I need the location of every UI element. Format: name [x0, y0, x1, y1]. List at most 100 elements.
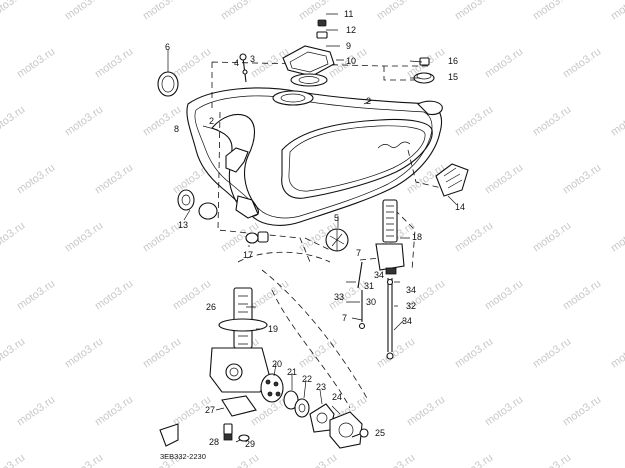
callout-6: 6	[165, 42, 170, 52]
watermark-text: moto3.ru	[171, 46, 213, 81]
watermark-text: moto3.ru	[483, 46, 525, 81]
fuel-cap-assembly	[282, 19, 335, 87]
watermark-text: moto3.ru	[297, 336, 339, 371]
watermark-text: moto3.ru	[531, 0, 573, 22]
watermark-text: moto3.ru	[63, 452, 105, 468]
callout-28: 28	[209, 437, 219, 447]
callout-4: 4	[234, 58, 239, 68]
watermark-text: moto3.ru	[219, 0, 261, 22]
callout-22: 22	[302, 374, 312, 384]
callout-12: 12	[346, 25, 356, 35]
callout-5: 5	[334, 213, 339, 223]
watermark-text: moto3.ru	[531, 220, 573, 255]
watermark-text: moto3.ru	[561, 46, 603, 81]
watermark-text: moto3.ru	[375, 452, 417, 468]
callout-2b: 2	[366, 96, 371, 106]
callout-3: 3	[250, 54, 255, 64]
callout-34c: 34	[374, 270, 384, 280]
emblem-cap	[325, 228, 349, 252]
watermark-text: moto3.ru	[15, 278, 57, 313]
fuel-cock-left	[159, 287, 369, 449]
watermark-text: moto3.ru	[297, 0, 339, 22]
watermark-text: moto3.ru	[405, 394, 447, 429]
watermark-text: moto3.ru	[375, 336, 417, 371]
watermark-text: moto3.ru	[483, 162, 525, 197]
callout-13: 13	[178, 220, 188, 230]
watermark-text: moto3.ru	[453, 336, 495, 371]
watermark-text: moto3.ru	[0, 0, 27, 22]
watermark-text: moto3.ru	[531, 104, 573, 139]
callout-9: 9	[346, 41, 351, 51]
diagram-code: 3EB332-2230	[160, 452, 206, 461]
watermark-text: moto3.ru	[609, 0, 625, 22]
watermark-text: moto3.ru	[141, 220, 183, 255]
watermark-text: moto3.ru	[483, 394, 525, 429]
watermark-text: moto3.ru	[453, 0, 495, 22]
callout-26: 26	[206, 302, 216, 312]
watermark-text: moto3.ru	[453, 220, 495, 255]
watermark-text: moto3.ru	[531, 452, 573, 468]
watermark-text: moto3.ru	[15, 46, 57, 81]
watermark-text: moto3.ru	[609, 336, 625, 371]
watermark-text: moto3.ru	[141, 0, 183, 22]
callout-10: 10	[346, 56, 356, 66]
fuel-cock-right	[357, 199, 405, 360]
callout-33: 33	[334, 292, 344, 302]
watermark-text: moto3.ru	[15, 394, 57, 429]
watermark-text: moto3.ru	[63, 104, 105, 139]
screw-and-washer	[239, 53, 248, 83]
watermark-text: moto3.ru	[0, 104, 27, 139]
rear-mount-pad	[435, 163, 469, 197]
watermark-text: moto3.ru	[0, 452, 27, 468]
fuel-tank	[186, 87, 443, 226]
callout-25: 25	[375, 428, 385, 438]
callout-15: 15	[448, 72, 458, 82]
callout-30: 30	[366, 297, 376, 307]
watermark-text: moto3.ru	[93, 162, 135, 197]
watermark-text: moto3.ru	[63, 336, 105, 371]
callout-23: 23	[316, 382, 326, 392]
watermark-text: moto3.ru	[531, 336, 573, 371]
watermark-text: moto3.ru	[453, 452, 495, 468]
callout-2a: 2	[209, 116, 214, 126]
rubber-dampers	[177, 189, 218, 220]
callout-7a: 7	[356, 248, 361, 258]
watermark-text: moto3.ru	[561, 278, 603, 313]
watermark-text: moto3.ru	[93, 394, 135, 429]
callout-16: 16	[448, 56, 458, 66]
grommet-ring	[157, 71, 179, 97]
watermark-text: moto3.ru	[297, 452, 339, 468]
watermark-text: moto3.ru	[483, 278, 525, 313]
watermark-text: moto3.ru	[0, 220, 27, 255]
callout-31: 31	[364, 281, 374, 291]
callout-11: 11	[344, 9, 353, 19]
watermark-text: moto3.ru	[63, 0, 105, 22]
callout-29: 29	[245, 439, 255, 449]
callout-7b: 7	[342, 313, 347, 323]
callout-14: 14	[455, 202, 465, 212]
watermark-text: moto3.ru	[609, 104, 625, 139]
callout-20: 20	[272, 359, 282, 369]
callout-labels: 1 2 2 3 4 5 6 7 7 8 9 10 11 12 13 14 15 …	[160, 9, 465, 461]
watermark-text: moto3.ru	[609, 452, 625, 468]
leader-lines	[167, 13, 457, 443]
callout-8: 8	[174, 124, 179, 134]
watermark-text: moto3.ru	[219, 452, 261, 468]
watermark-text: moto3.ru	[561, 162, 603, 197]
callout-21: 21	[287, 367, 297, 377]
watermark-text: moto3.ru	[609, 220, 625, 255]
watermark-text: moto3.ru	[141, 336, 183, 371]
bushing	[245, 231, 269, 244]
watermark-text: moto3.ru	[453, 104, 495, 139]
callout-18: 18	[412, 232, 422, 242]
watermark-text: moto3.ru	[0, 336, 27, 371]
watermark-text: moto3.ru	[93, 46, 135, 81]
callout-19: 19	[268, 324, 278, 334]
rear-cap	[413, 57, 435, 84]
watermark-text: moto3.ru	[375, 0, 417, 22]
callout-32: 32	[406, 301, 416, 311]
watermark-text: moto3.ru	[63, 220, 105, 255]
callout-34b: 34	[402, 316, 412, 326]
watermark-text: moto3.ru	[561, 394, 603, 429]
